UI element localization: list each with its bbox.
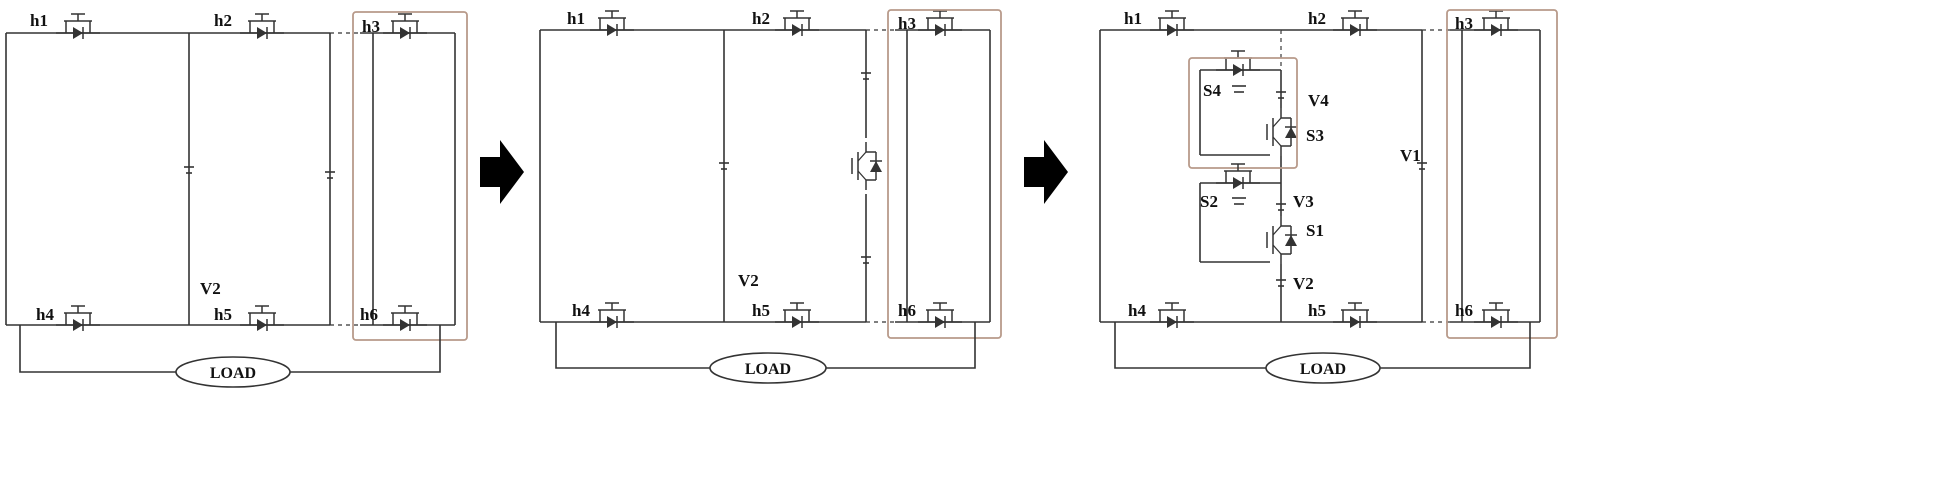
- switch-h1-icon: [1149, 10, 1195, 37]
- label-h1: h1: [567, 9, 585, 28]
- label-s4: S4: [1203, 81, 1221, 100]
- label-h2: h2: [752, 9, 770, 28]
- label-h2: h2: [1308, 9, 1326, 28]
- switch-h4-icon: [1149, 302, 1195, 329]
- load-element: [709, 352, 827, 384]
- label-v2: V2: [200, 279, 221, 298]
- switch-h4-icon: [55, 305, 101, 332]
- label-h6: h6: [1455, 301, 1473, 320]
- label-h3: h3: [362, 17, 380, 36]
- switch-h2-icon: [239, 13, 285, 40]
- label-v4: V4: [1308, 91, 1329, 110]
- label-h2: h2: [214, 11, 232, 30]
- switch-h6-icon: [382, 305, 428, 332]
- label-h1: h1: [30, 11, 48, 30]
- switch-h6-icon: [917, 302, 963, 329]
- switch-h2-icon: [1332, 10, 1378, 37]
- load-element: [1265, 352, 1381, 384]
- label-h6: h6: [898, 301, 916, 320]
- label-s2: S2: [1200, 192, 1218, 211]
- panel-1: LOAD h1 h2 h3 h4 h5 h6 V2: [5, 11, 468, 388]
- arrow-right-icon: [1024, 140, 1068, 204]
- label-h5: h5: [1308, 301, 1326, 320]
- label-h4: h4: [572, 301, 590, 320]
- switch-h6-icon: [1473, 302, 1519, 329]
- switch-h3-icon: [1473, 10, 1519, 37]
- label-v2: V2: [1293, 274, 1314, 293]
- load-label: LOAD: [210, 365, 256, 382]
- switch-h3-icon: [917, 10, 963, 37]
- switch-h4-icon: [589, 302, 635, 329]
- label-h3: h3: [898, 14, 916, 33]
- label-h5: h5: [214, 305, 232, 324]
- label-h3: h3: [1455, 14, 1473, 33]
- label-h4: h4: [36, 305, 54, 324]
- switch-h3-icon: [382, 13, 428, 40]
- highlight-box: [1188, 57, 1298, 169]
- label-v3: V3: [1293, 192, 1314, 211]
- label-v2: V2: [738, 271, 759, 290]
- highlight-box: [887, 9, 1002, 339]
- highlight-box: [352, 11, 468, 341]
- highlight-box: [1446, 9, 1558, 339]
- label-h5: h5: [752, 301, 770, 320]
- label-v1: V1: [1400, 146, 1421, 165]
- label-s1: S1: [1306, 221, 1324, 240]
- switch-h1-icon: [589, 10, 635, 37]
- label-h4: h4: [1128, 301, 1146, 320]
- load-label: LOAD: [1300, 361, 1346, 378]
- switch-h5-icon: [774, 302, 820, 329]
- switch-h2-icon: [774, 10, 820, 37]
- switch-h1-icon: [55, 13, 101, 40]
- load-element: [175, 356, 291, 388]
- label-h6: h6: [360, 305, 378, 324]
- panel-3: LOAD h1 h2 h3 h4 h5 h6 S4 V4 S3 V1 S2 V3…: [1099, 9, 1558, 384]
- panel-2: LOAD h1 h2 h3 h4 h5 h6 V2: [539, 9, 1002, 384]
- arrow-right-icon: [480, 140, 524, 204]
- switch-h5-icon: [239, 305, 285, 332]
- load-label: LOAD: [745, 361, 791, 378]
- switch-h5-icon: [1332, 302, 1378, 329]
- label-h1: h1: [1124, 9, 1142, 28]
- label-s3: S3: [1306, 126, 1324, 145]
- switch-s4-icon: [1215, 50, 1261, 77]
